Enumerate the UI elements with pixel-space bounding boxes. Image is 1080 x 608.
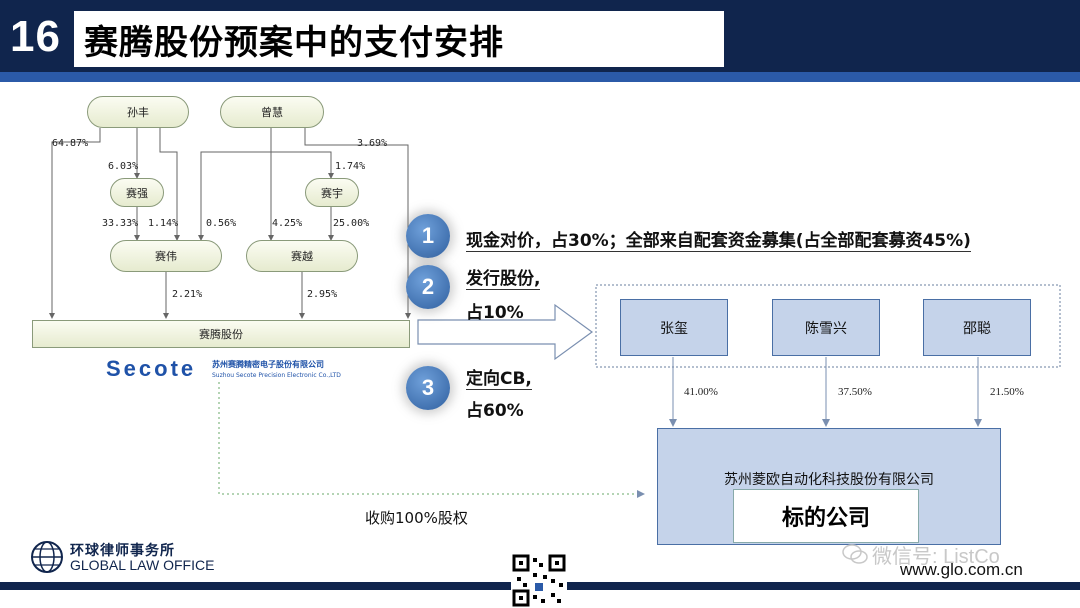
watermark-wechat: 微信号: ListCo (872, 546, 1000, 568)
pct-saiwei-company: 2.21% (172, 289, 203, 300)
pct-sunfeng-saiwei: 1.14% (148, 218, 179, 229)
holder-pct-3: 21.50% (990, 386, 1024, 398)
node-sai-qiang: 赛强 (110, 178, 164, 207)
secote-logo: Secote (106, 356, 197, 381)
qr-code-icon (511, 553, 567, 608)
firm-name-en: GLOBAL LAW OFFICE (70, 557, 215, 573)
pct-zenghui-company: 3.69% (357, 138, 388, 149)
pct-sunfeng-saiqiang: 6.03% (108, 161, 139, 172)
slide-number: 16 (10, 12, 61, 61)
holder-zhang-xi: 张玺 (620, 299, 728, 356)
target-company-name: 苏州菱欧自动化科技股份有限公司 (724, 472, 934, 488)
title-box: 赛腾股份预案中的支付安排 (74, 11, 724, 67)
pct-zenghui-saiwei: 0.56% (206, 218, 237, 229)
step-3-line-2: 占60% (466, 401, 524, 421)
target-company-box: 苏州菱欧自动化科技股份有限公司 标的公司 (657, 428, 1001, 545)
step-2-badge: 2 (406, 265, 450, 309)
slide-title: 赛腾股份预案中的支付安排 (84, 22, 504, 63)
step-3-badge: 3 (406, 366, 450, 410)
holder-pct-2: 37.50% (838, 386, 872, 398)
pct-zenghui-saiyu: 1.74% (335, 161, 366, 172)
acquisition-label: 收购100%股权 (365, 509, 468, 527)
holder-pct-1: 41.00% (684, 386, 718, 398)
holder-chen-xuexing: 陈雪兴 (772, 299, 880, 356)
node-sun-feng: 孙丰 (87, 96, 189, 128)
node-sai-yu: 赛宇 (305, 178, 359, 207)
globe-icon (31, 541, 63, 573)
firm-name-cn: 环球律师事务所 (70, 543, 175, 559)
secote-name-cn: 苏州赛腾精密电子股份有限公司 (212, 360, 324, 369)
step-2-line-2: 占10% (466, 303, 524, 323)
node-sai-yue: 赛越 (246, 240, 358, 272)
pct-sunfeng-company: 64.87% (52, 138, 89, 149)
pct-saiyue-company: 2.95% (307, 289, 338, 300)
node-sai-wei: 赛伟 (110, 240, 222, 272)
pct-zenghui-saiyue: 4.25% (272, 218, 303, 229)
step-1-text: 现金对价，占30%；全部来自配套资金募集(占全部配套募资45%) (466, 226, 971, 252)
target-label: 标的公司 (733, 489, 919, 543)
secote-name-en: Suzhou Secote Precision Electronic Co.,L… (212, 372, 341, 379)
step-2-line-1: 发行股份, (466, 264, 541, 290)
header-stripe (0, 72, 1080, 82)
watermark-url: www.glo.com.cn (900, 560, 1023, 579)
holder-shao-cong: 邵聪 (923, 299, 1031, 356)
node-zeng-hui: 曾慧 (220, 96, 324, 128)
pct-saiqiang-saiwei: 33.33% (102, 218, 139, 229)
step-1-badge: 1 (406, 214, 450, 258)
node-company: 赛腾股份 (32, 320, 410, 348)
pct-saiyu-saiyue: 25.00% (333, 218, 370, 229)
wechat-icon (842, 544, 868, 564)
step-3-line-1: 定向CB, (466, 364, 532, 390)
